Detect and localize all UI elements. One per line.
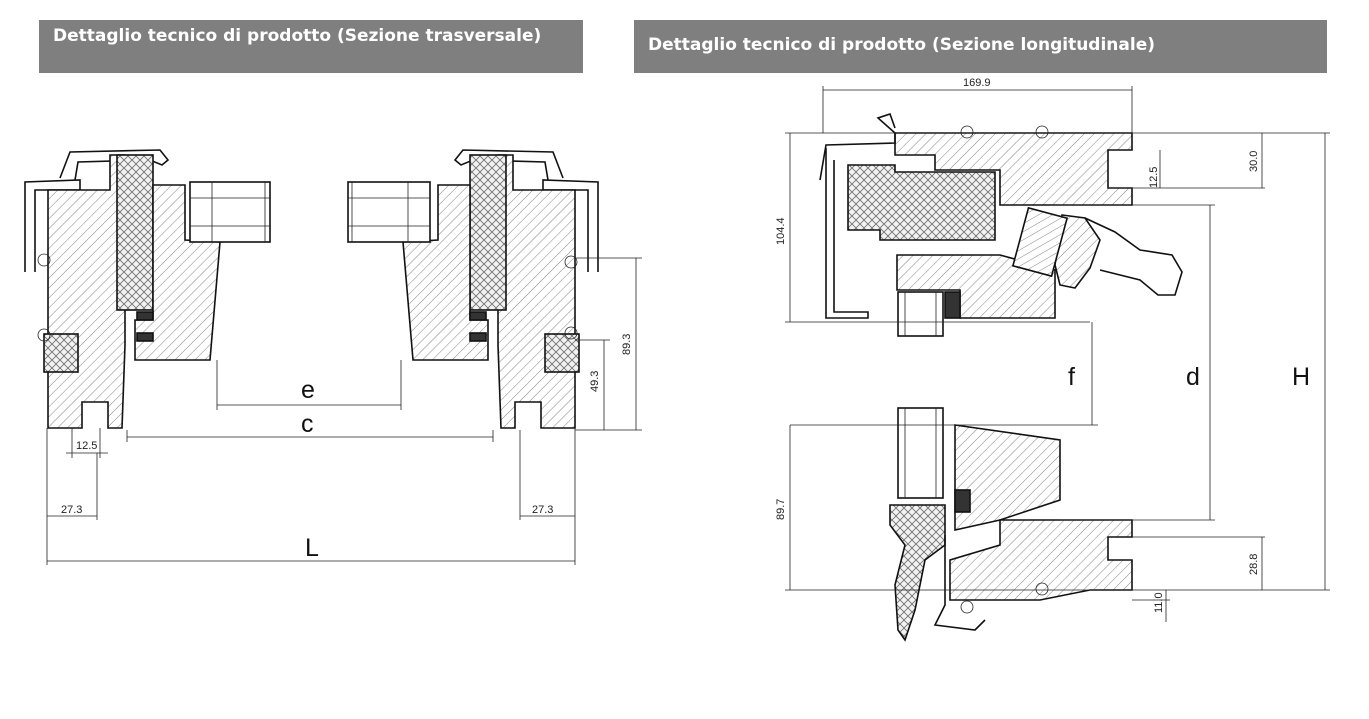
dim-L: L — [305, 534, 319, 562]
glazing-right — [347, 181, 431, 243]
sash-insulation-right — [469, 154, 507, 311]
dim-d: d — [1186, 363, 1200, 391]
bottom-sash — [954, 424, 1061, 531]
glazing-bottom — [897, 407, 944, 499]
dim-H: H — [1292, 363, 1310, 391]
dim-49-3: 49.3 — [589, 371, 601, 392]
cover-profile-left — [24, 179, 81, 272]
header-cross-section-title: Dettaglio tecnico di prodotto (Sezione t… — [53, 26, 542, 46]
dim-169-9: 169.9 — [963, 77, 991, 89]
top-insulation — [847, 164, 996, 241]
dim-104-4: 104.4 — [775, 217, 787, 245]
handle-lever — [1084, 217, 1183, 296]
header-longitudinal-section: Dettaglio tecnico di prodotto (Sezione l… — [634, 20, 1327, 73]
handle-base — [1054, 214, 1101, 289]
cross-section-drawing: e c L 12.5 27.3 27.3 49.3 89.3 — [24, 149, 642, 565]
dim-11-0: 11.0 — [1153, 592, 1165, 613]
bottom-frame — [949, 519, 1133, 601]
top-cap-right — [453, 149, 564, 181]
dim-27-3-right: 27.3 — [532, 504, 553, 516]
glazing-top — [897, 291, 944, 337]
insulation-left — [43, 333, 79, 373]
dim-28-8: 28.8 — [1248, 554, 1260, 575]
insulation-right — [544, 333, 580, 373]
glazing-left — [189, 181, 271, 243]
dim-27-3-left: 27.3 — [61, 504, 82, 516]
bottom-cover — [933, 535, 986, 631]
header-longitudinal-section-title: Dettaglio tecnico di prodotto (Sezione l… — [648, 35, 1155, 55]
dim-89-7: 89.7 — [775, 499, 787, 520]
sash-insulation-left — [116, 154, 154, 311]
dim-e: e — [301, 376, 315, 404]
frame-right — [497, 154, 576, 429]
longitudinal-section-drawing: 169.9 104.4 12.5 30.0 f d H 89.7 28.8 11… — [775, 77, 1330, 642]
top-sash — [896, 254, 1056, 319]
top-cover — [825, 148, 869, 319]
cover-profile-right — [542, 179, 599, 272]
dim-30-0: 30.0 — [1248, 151, 1260, 172]
dim-c: c — [301, 410, 314, 438]
dim-89-3: 89.3 — [621, 334, 633, 355]
header-cross-section: Dettaglio tecnico di prodotto (Sezione t… — [39, 20, 583, 73]
dim-12-5-long: 12.5 — [1148, 167, 1160, 188]
bottom-insulation — [889, 504, 946, 642]
top-cap-left — [59, 149, 170, 181]
frame-left — [47, 154, 126, 429]
dim-12-5: 12.5 — [76, 440, 97, 452]
dim-f: f — [1068, 363, 1075, 391]
